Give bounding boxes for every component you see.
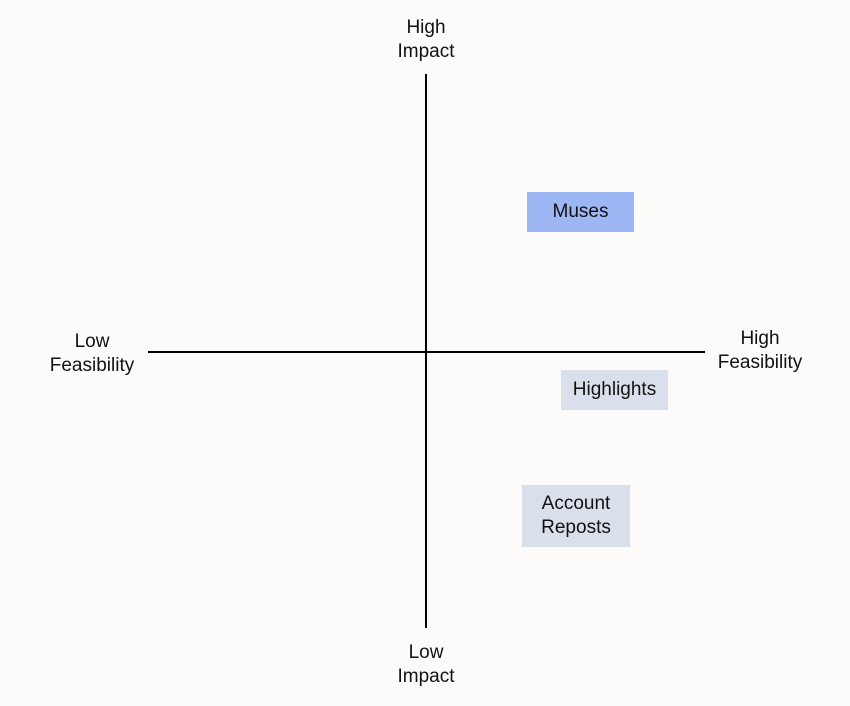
high-feasibility-label: High Feasibility <box>717 328 803 373</box>
feasibility-axis-line <box>148 351 705 353</box>
highlights-note[interactable]: Highlights <box>561 370 668 410</box>
muses-note[interactable]: Muses <box>527 192 634 232</box>
account-reposts-note[interactable]: Account Reposts <box>522 485 630 547</box>
low-impact-label: Low Impact <box>397 642 455 687</box>
high-impact-label: High Impact <box>397 17 455 62</box>
low-feasibility-label: Low Feasibility <box>49 331 135 376</box>
